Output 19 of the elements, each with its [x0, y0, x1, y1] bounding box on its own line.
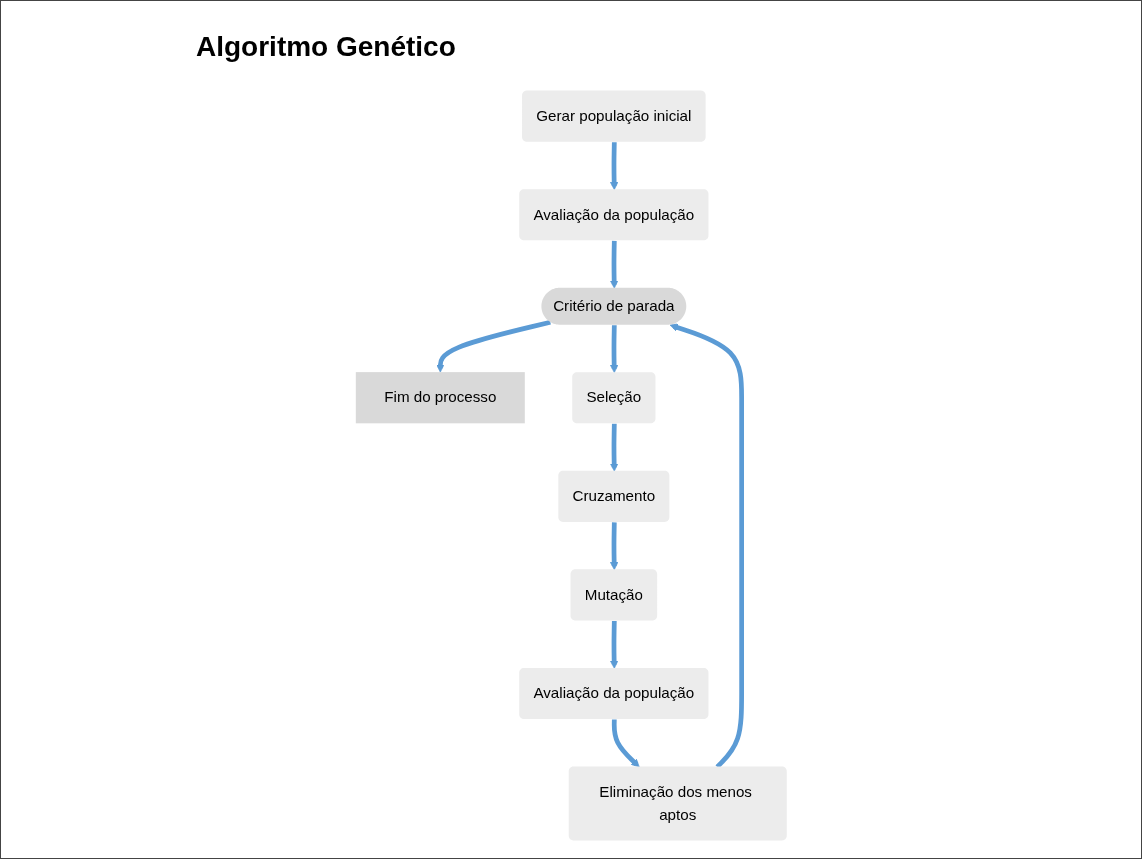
arrow	[609, 240, 619, 289]
diagram-title: Algoritmo Genético	[196, 31, 457, 63]
arrow	[609, 620, 619, 669]
arrow	[435, 319, 551, 373]
node-box: Avaliação da população	[518, 189, 709, 241]
node-box: Gerar população inicial	[521, 90, 706, 142]
arrow	[609, 325, 619, 373]
arrow	[609, 423, 619, 472]
node-box: Cruzamento	[558, 470, 670, 522]
node-box: Fim do processo	[355, 372, 525, 424]
node-box: Eliminação dos menos aptos	[568, 766, 787, 841]
node-box: Avaliação da população	[518, 667, 709, 720]
node-box: Seleção	[571, 372, 656, 424]
arrow	[669, 323, 744, 769]
arrow	[609, 142, 619, 190]
node-box: Critério de parada	[541, 287, 686, 325]
node-box: Mutação	[570, 569, 657, 621]
arrow	[611, 719, 640, 768]
arrow	[609, 522, 619, 571]
